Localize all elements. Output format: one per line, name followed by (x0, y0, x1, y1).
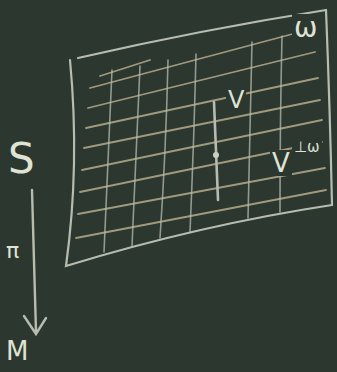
grid-lines (104, 36, 282, 252)
space-label: S (6, 138, 37, 180)
surface-outline (66, 10, 332, 266)
superscript-label: ⊥ω (292, 140, 322, 155)
base-label: M (4, 338, 30, 364)
form-label: ω (292, 14, 319, 42)
foliation-lines (76, 32, 326, 238)
projection-arrow (32, 190, 36, 332)
vector-label: V (226, 88, 246, 112)
vector-label: V (270, 150, 292, 176)
arrow-head (24, 316, 46, 334)
point (213, 152, 219, 158)
map-label: π (4, 240, 21, 262)
vector-line (214, 102, 218, 200)
